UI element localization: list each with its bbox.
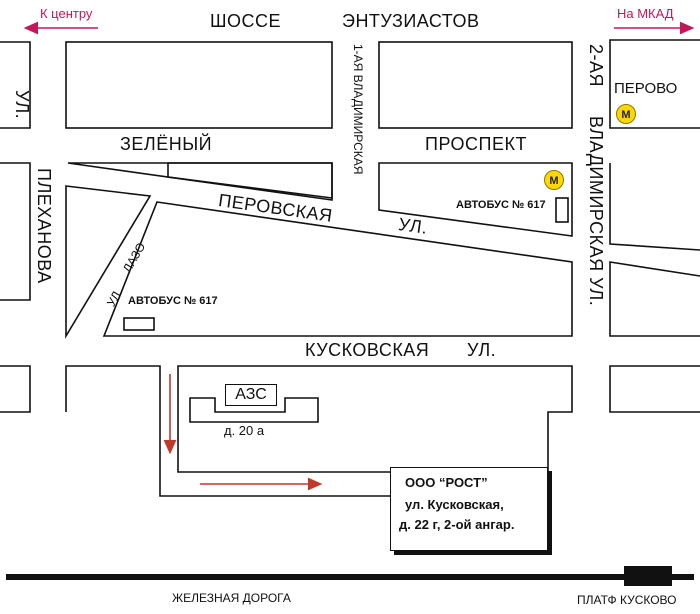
street-label-zeleny: ЗЕЛЁНЫЙ xyxy=(120,134,213,154)
street-label-1-vladimirskaya: 1-АЯ ВЛАДИМИРСКАЯ xyxy=(351,44,365,175)
azs-building xyxy=(189,397,319,423)
block-mid-right xyxy=(609,163,700,251)
office-info-box: ООО “РОСТ” ул. Кусковская, д. 22 г, 2-ой… xyxy=(390,467,548,551)
office-street: ул. Кусковская, xyxy=(405,497,504,512)
block-bottom-right xyxy=(609,365,700,413)
station-platform xyxy=(624,566,672,586)
block-top-left xyxy=(0,41,31,129)
office-address: д. 22 г, 2-ой ангар. xyxy=(399,517,515,532)
block-perovskaya-south xyxy=(102,201,573,337)
perovo-label: ПЕРОВО xyxy=(614,80,678,97)
street-label-shosse: ШОССЕ xyxy=(210,11,282,31)
bus-617-label-1: АВТОБУС № 617 xyxy=(456,199,546,211)
bus-stop-marker-2 xyxy=(123,317,155,331)
azs-label: АЗС xyxy=(225,384,277,406)
block-mid-west xyxy=(65,185,152,339)
office-name: ООО “РОСТ” xyxy=(405,475,488,490)
block-bottom-1 xyxy=(65,365,390,497)
block-top-2 xyxy=(378,41,573,129)
to-center-label: К центру xyxy=(40,6,93,21)
street-label-ul-left: УЛ. xyxy=(12,90,32,120)
street-label-2-vladimirskaya: ВЛАДИМИРСКАЯ УЛ. xyxy=(586,116,606,307)
street-label-kuskovskaya: КУСКОВСКАЯ xyxy=(305,340,430,360)
block-top-1 xyxy=(65,41,333,129)
street-label-2-aya: 2-АЯ xyxy=(586,44,606,88)
station-label: ПЛАТФ КУСКОВО xyxy=(577,593,677,607)
street-label-kuskovskaya-ul: УЛ. xyxy=(467,340,497,360)
street-label-plekhanova: ПЛЕХАНОВА xyxy=(34,168,54,284)
railway-label: ЖЕЛЕЗНАЯ ДОРОГА xyxy=(172,591,291,605)
street-label-entuziastov: ЭНТУЗИАСТОВ xyxy=(342,11,480,31)
street-label-prospekt: ПРОСПЕКТ xyxy=(425,134,527,154)
block-mid-center xyxy=(378,162,573,237)
metro-icon-center: М xyxy=(544,170,564,190)
house-label: д. 20 а xyxy=(224,423,265,438)
bus-stop-marker-1 xyxy=(555,197,569,223)
to-mkad-label: На МКАД xyxy=(617,6,674,21)
block-bottom-left xyxy=(0,365,31,413)
metro-icon-perovo: М xyxy=(616,104,636,124)
block-right-lower xyxy=(609,261,700,337)
block-mid-left xyxy=(0,162,31,301)
bus-617-label-2: АВТОБУС № 617 xyxy=(128,295,218,307)
street-label-perovskaya-ul: УЛ. xyxy=(397,214,429,238)
block-top-right xyxy=(609,39,700,129)
block-bottom-2 xyxy=(177,365,573,473)
block-zeleny-strip xyxy=(167,162,333,199)
